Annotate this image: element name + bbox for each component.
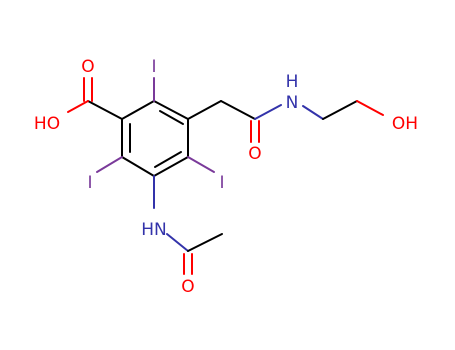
bond-ring-ch2: [187, 100, 222, 120]
ring-bond: [121, 100, 155, 120]
bond-carbonyl-methyl: [187, 233, 223, 252]
iodine-label: I: [87, 173, 92, 193]
acetamido-nitrogen-label: HN: [141, 220, 167, 240]
benzene-ring: [121, 100, 189, 177]
acid-oxygen-label: O: [81, 57, 94, 77]
bond-c-oh: [67, 100, 89, 113]
bond-n-carbonyl: [166, 233, 189, 252]
ring-bond: [153, 156, 189, 177]
ring-bond: [153, 100, 189, 120]
iodine-substituents: I I I: [87, 57, 224, 193]
bond-c-iodine: [187, 156, 215, 173]
ring-bond: [121, 156, 155, 177]
bond-ch2-ch2: [322, 100, 358, 120]
carboxylic-acid-group: O HO: [34, 57, 123, 134]
acetamido-group: HN O: [141, 175, 223, 297]
bond-c-iodine: [96, 156, 123, 173]
hydroxyethyl-acetamide-chain: O N H OH: [187, 72, 418, 164]
acetyl-oxygen-label: O: [181, 277, 194, 297]
iodine-label: I: [151, 57, 156, 77]
acid-hydroxyl-label: HO: [34, 114, 60, 134]
ring-inner-bond: [159, 110, 184, 125]
bond-carbonyl-n: [254, 104, 282, 120]
amide-oxygen-label: O: [248, 144, 261, 164]
bond-ch2-carbonyl: [220, 100, 256, 120]
ring-inner-bond: [154, 151, 182, 168]
iodine-label: I: [219, 173, 224, 193]
hydroxyl-label: OH: [392, 114, 418, 134]
amide-hydrogen-label: H: [286, 72, 299, 92]
bond-ring-to-carboxyl: [87, 100, 123, 120]
amide-nitrogen-label: N: [286, 93, 299, 113]
bond-ch2-oh: [356, 100, 384, 116]
bond-n-ch2: [302, 105, 324, 120]
